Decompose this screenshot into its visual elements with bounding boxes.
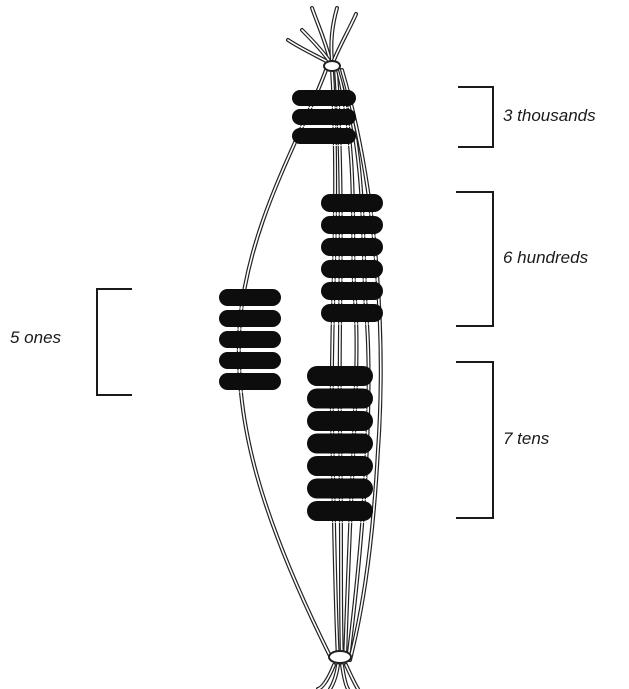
tens-bead xyxy=(307,389,373,409)
top-knot xyxy=(324,61,340,71)
ones-bead xyxy=(219,289,281,306)
top-strand-3 xyxy=(334,14,356,60)
hundreds-bead xyxy=(321,282,383,300)
tens-bead xyxy=(307,456,373,476)
hundreds-bead xyxy=(321,238,383,256)
ones-bead xyxy=(219,352,281,369)
hundreds-bead xyxy=(321,304,383,322)
tens-bead xyxy=(307,501,373,521)
tens-bead xyxy=(307,411,373,431)
ones-bead xyxy=(219,310,281,327)
tens-bead xyxy=(307,479,373,499)
hundreds-label: 6 hundreds xyxy=(503,248,588,268)
ones-bracket xyxy=(96,288,132,396)
thousands-bead xyxy=(292,109,356,125)
tens-bracket xyxy=(456,361,494,519)
ones-bead xyxy=(219,331,281,348)
thousands-bead xyxy=(292,90,356,106)
ones-label: 5 ones xyxy=(10,328,61,348)
thousands-bracket xyxy=(458,86,494,148)
tens-bead xyxy=(307,366,373,386)
bottom-knot xyxy=(329,651,351,663)
tens-label: 7 tens xyxy=(503,429,549,449)
hundreds-bracket xyxy=(456,191,494,327)
thousands-label: 3 thousands xyxy=(503,106,596,126)
hundreds-bead xyxy=(321,260,383,278)
tens-bead xyxy=(307,434,373,454)
hundreds-bead xyxy=(321,216,383,234)
ones-bead xyxy=(219,373,281,390)
thousands-bead xyxy=(292,128,356,144)
hundreds-bead xyxy=(321,194,383,212)
